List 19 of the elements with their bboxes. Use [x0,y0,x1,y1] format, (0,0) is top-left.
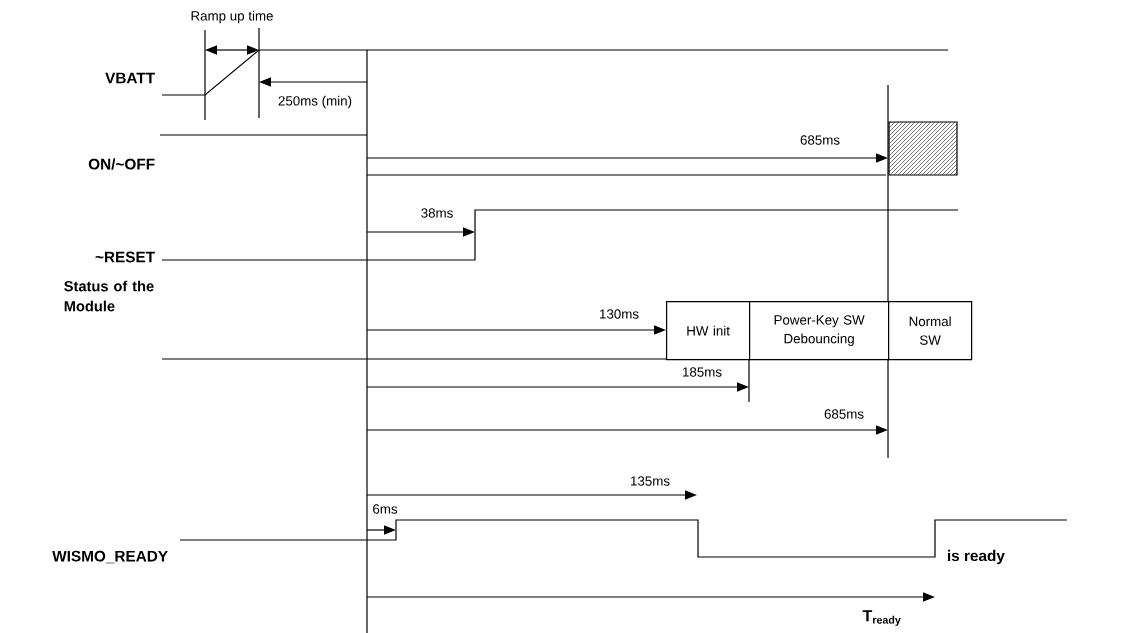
timing-label: 135ms [631,476,670,486]
signal-name: is ready [948,549,1005,565]
signal-name: Status of the Module [64,280,154,312]
signal-name: WISMO_READY [52,550,168,564]
timing-label: T$_{ready}$ [862,610,901,626]
signal-name: ~RESET [95,251,155,263]
timing-label: 130ms [600,309,639,319]
timing-label: 685ms [824,409,864,419]
phase-box: Normal SW [888,301,973,361]
timing-label: Ramp up time [191,10,273,24]
phase-box: Power-Key SW Debouncing [749,301,890,361]
timing-label: 6ms [373,504,398,514]
signal-name: VBATT [105,72,155,84]
timing-label: 685ms [800,135,840,145]
signal-name: ON/~OFF [88,158,155,170]
timing-label: 185ms [683,367,722,377]
timing-label: 38ms [421,208,453,218]
timing-label: 250ms (min) [278,95,352,109]
phase-box: HW init [666,301,751,361]
